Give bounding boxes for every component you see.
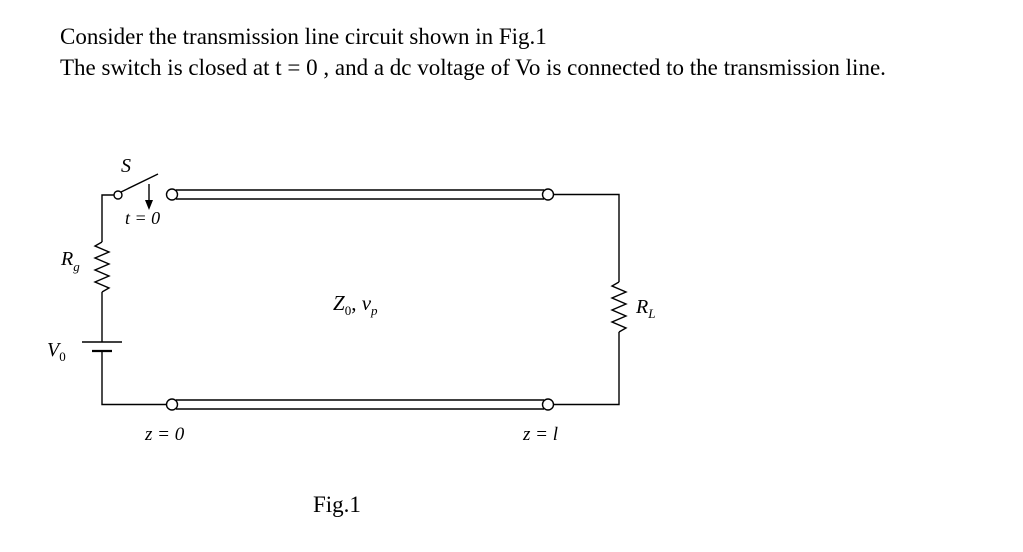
z-start-label: z = 0 xyxy=(144,424,185,445)
generator-wire-bottom xyxy=(101,351,167,406)
load-wire-bottom xyxy=(553,332,620,406)
bottom-left-terminal xyxy=(165,398,179,411)
switch-label: S xyxy=(121,155,131,177)
line-parameters-label: Z0, vp xyxy=(333,291,378,318)
voltage-source xyxy=(82,341,122,353)
rl-label: RL xyxy=(635,296,655,321)
switch-time-label: t = 0 xyxy=(125,208,160,228)
top-conductor xyxy=(176,189,544,200)
load-wire-top xyxy=(553,193,620,282)
figure-caption: Fig.1 xyxy=(313,492,361,517)
top-left-terminal xyxy=(165,188,179,201)
bottom-right-terminal xyxy=(541,398,555,411)
load-resistor xyxy=(610,281,628,333)
v0-label: V0 xyxy=(47,339,66,364)
generator-resistor xyxy=(93,241,111,293)
problem-statement-line-1: Consider the transmission line circuit s… xyxy=(60,24,547,49)
bottom-conductor xyxy=(176,399,544,410)
rg-label: Rg xyxy=(60,248,80,274)
switch xyxy=(113,173,159,210)
z-end-label: z = l xyxy=(522,424,558,445)
generator-wire-top xyxy=(101,194,114,242)
problem-statement-line-2: The switch is closed at t = 0 , and a dc… xyxy=(60,55,886,80)
top-right-terminal xyxy=(541,188,555,201)
